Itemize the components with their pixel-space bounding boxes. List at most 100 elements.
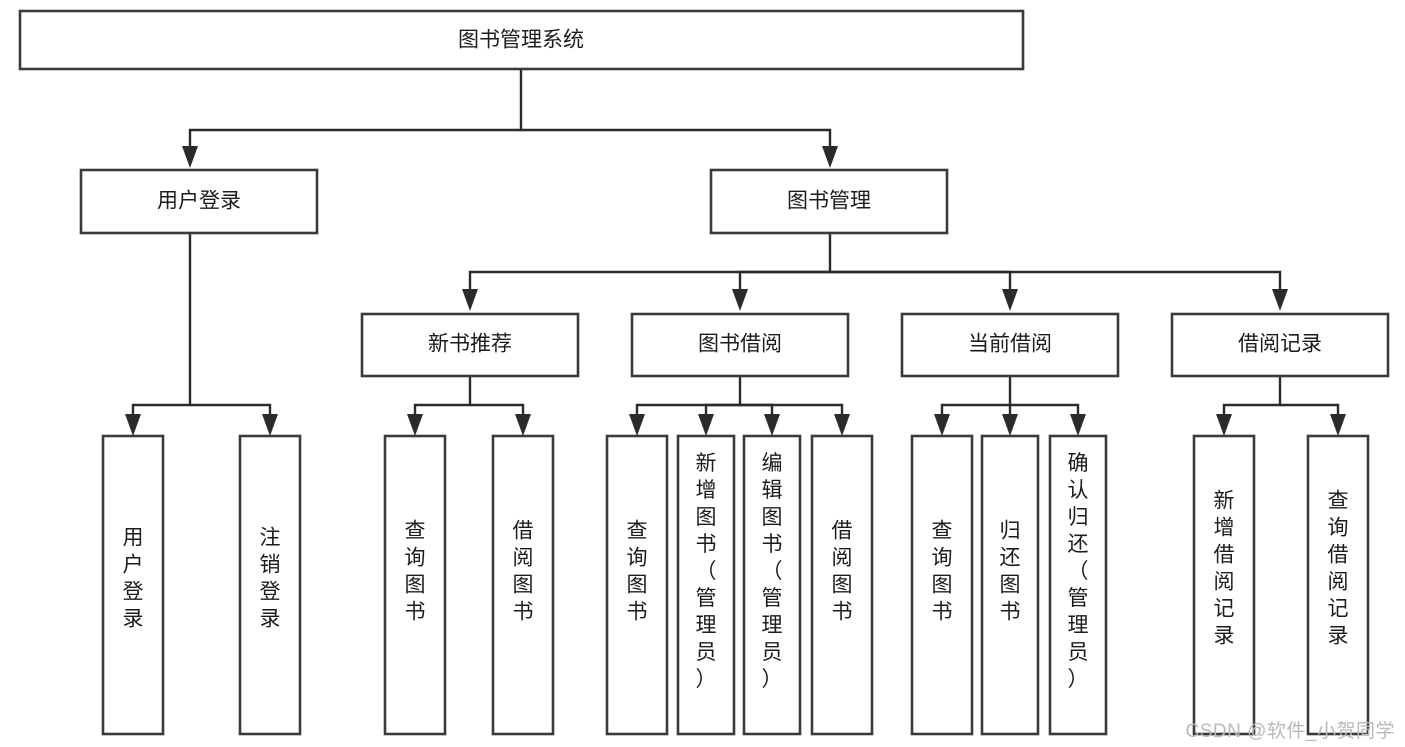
- node-user-login[interactable]: 用户登录: [79, 168, 319, 235]
- node-leaf-user-login-0[interactable]: 用户登录: [101, 434, 165, 736]
- node-leaf-current-borrow-1-box[interactable]: [980, 434, 1040, 736]
- connector-bm-to-new-book: [468, 234, 832, 293]
- node-current-borrow-box[interactable]: [900, 312, 1120, 378]
- node-leaf-book-borrow-0-label: 查询图书: [627, 520, 648, 624]
- connector-group-borrow-record: [1216, 376, 1346, 436]
- node-leaf-book-borrow-0-box[interactable]: [605, 434, 669, 736]
- node-borrow-record-label: 借阅记录: [1238, 333, 1322, 356]
- node-current-borrow-label: 当前借阅: [968, 333, 1052, 356]
- node-root-box[interactable]: [18, 9, 1025, 71]
- connector-ul-to-leaf-1: [190, 403, 272, 418]
- node-leaf-book-borrow-3-box[interactable]: [810, 434, 874, 736]
- node-leaf-book-borrow-3-label: 借阅图书: [832, 520, 853, 624]
- connector-root-to-book-manage: [521, 128, 832, 150]
- node-leaf-new-book-0-box[interactable]: [383, 434, 447, 736]
- node-book-manage-label: 图书管理: [787, 190, 871, 213]
- arrow-head-cb-leaf-1: [1002, 414, 1018, 436]
- node-book-borrow[interactable]: 图书借阅: [630, 312, 850, 378]
- node-user-login-label: 用户登录: [157, 190, 241, 213]
- connector-bm-to-borrow: [738, 270, 830, 293]
- arrow-head-book-manage: [822, 146, 838, 168]
- node-leaf-user-login-1[interactable]: 注销登录: [238, 434, 302, 736]
- arrow-head-bb-leaf-1: [698, 414, 714, 436]
- node-leaf-current-borrow-0[interactable]: 查询图书: [910, 434, 974, 736]
- connector-group-book-manage: [462, 234, 1288, 311]
- arrow-head-ul-leaf-1: [262, 414, 278, 436]
- connector-cb-to-leaf-0: [940, 376, 1012, 418]
- node-new-book-recommend-box[interactable]: [360, 312, 580, 378]
- node-leaf-current-borrow-2-box[interactable]: [1048, 434, 1108, 736]
- connector-group-new-book: [407, 376, 531, 436]
- node-leaf-current-borrow-1-label: 归还图书: [1000, 520, 1021, 624]
- arrow-head-current: [1002, 289, 1018, 311]
- node-leaf-user-login-1-box[interactable]: [238, 434, 302, 736]
- node-root-label: 图书管理系统: [458, 29, 584, 52]
- connector-group-user-login: [125, 234, 278, 436]
- arrow-head-bb-leaf-2: [764, 414, 780, 436]
- arrow-head-new-book: [462, 289, 478, 311]
- connector-group-book-borrow: [629, 376, 850, 436]
- node-root[interactable]: 图书管理系统: [18, 9, 1025, 71]
- node-leaf-current-borrow-0-box[interactable]: [910, 434, 974, 736]
- node-leaf-user-login-1-label: 注销登录: [260, 527, 281, 631]
- node-leaf-user-login-0-box[interactable]: [101, 434, 165, 736]
- arrow-head-nb-leaf-1: [515, 414, 531, 436]
- connector-bm-to-current: [830, 270, 1012, 293]
- node-leaf-book-borrow-2[interactable]: 编辑图书（管理员）: [742, 434, 802, 736]
- arrow-head-cb-leaf-0: [934, 414, 950, 436]
- connector-bb-to-leaf-1: [704, 403, 740, 418]
- connector-br-to-leaf-1: [1280, 403, 1340, 418]
- node-leaf-book-borrow-0[interactable]: 查询图书: [605, 434, 669, 736]
- connector-bb-to-leaf-0: [635, 376, 742, 418]
- connector-ul-to-leaf-0: [131, 234, 192, 418]
- arrow-head-cb-leaf-2: [1070, 414, 1086, 436]
- connector-nb-to-leaf-0: [413, 376, 472, 418]
- node-leaf-borrow-record-0-label: 新增借阅记录: [1214, 490, 1235, 648]
- connector-br-to-leaf-0: [1222, 376, 1282, 418]
- arrow-head-bb-leaf-0: [629, 414, 645, 436]
- node-user-login-box[interactable]: [79, 168, 319, 235]
- connector-cb-to-leaf-2: [1010, 403, 1080, 418]
- node-leaf-book-borrow-1-box[interactable]: [676, 434, 736, 736]
- node-book-manage[interactable]: 图书管理: [709, 168, 949, 235]
- connector-bm-to-record: [830, 270, 1282, 293]
- connector-group-current-borrow: [934, 376, 1086, 436]
- connector-group-root: [182, 69, 838, 168]
- node-borrow-record[interactable]: 借阅记录: [1170, 312, 1390, 378]
- arrow-head-nb-leaf-0: [407, 414, 423, 436]
- arrow-head-br-leaf-0: [1216, 414, 1232, 436]
- node-leaf-borrow-record-0[interactable]: 新增借阅记录: [1192, 434, 1256, 736]
- node-leaf-new-book-1[interactable]: 借阅图书: [491, 434, 555, 736]
- node-book-borrow-label: 图书借阅: [698, 333, 782, 356]
- arrow-head-borrow: [732, 289, 748, 311]
- node-leaf-book-borrow-1[interactable]: 新增图书（管理员）: [676, 434, 736, 736]
- csdn-watermark: CSDN @软件_小贺同学: [1185, 721, 1395, 742]
- node-book-borrow-box[interactable]: [630, 312, 850, 378]
- node-leaf-borrow-record-0-box[interactable]: [1192, 434, 1256, 736]
- node-leaf-user-login-0-label: 用户登录: [123, 527, 144, 631]
- node-leaf-borrow-record-1-box[interactable]: [1306, 434, 1370, 736]
- connector-bb-to-leaf-3: [740, 403, 844, 418]
- node-leaf-current-borrow-2[interactable]: 确认归还（管理员）: [1048, 434, 1108, 736]
- node-current-borrow[interactable]: 当前借阅: [900, 312, 1120, 378]
- node-leaf-current-borrow-1[interactable]: 归还图书: [980, 434, 1040, 736]
- node-leaf-book-borrow-2-box[interactable]: [742, 434, 802, 736]
- node-new-book-recommend[interactable]: 新书推荐: [360, 312, 580, 378]
- node-leaf-borrow-record-1[interactable]: 查询借阅记录: [1306, 434, 1370, 736]
- node-leaf-new-book-1-label: 借阅图书: [513, 520, 534, 624]
- node-leaf-new-book-1-box[interactable]: [491, 434, 555, 736]
- arrow-head-bb-leaf-3: [834, 414, 850, 436]
- node-leaf-new-book-0-label: 查询图书: [405, 520, 426, 624]
- arrow-head-br-leaf-1: [1330, 414, 1346, 436]
- arrow-head-record: [1272, 289, 1288, 311]
- node-leaf-new-book-0[interactable]: 查询图书: [383, 434, 447, 736]
- node-book-manage-box[interactable]: [709, 168, 949, 235]
- node-leaf-book-borrow-3[interactable]: 借阅图书: [810, 434, 874, 736]
- node-borrow-record-box[interactable]: [1170, 312, 1390, 378]
- node-leaf-current-borrow-0-label: 查询图书: [932, 520, 953, 624]
- node-leaf-book-borrow-1-label: 新增图书（管理员）: [696, 452, 717, 691]
- arrow-head-ul-leaf-0: [125, 414, 141, 436]
- connector-root-to-user-login: [188, 69, 523, 150]
